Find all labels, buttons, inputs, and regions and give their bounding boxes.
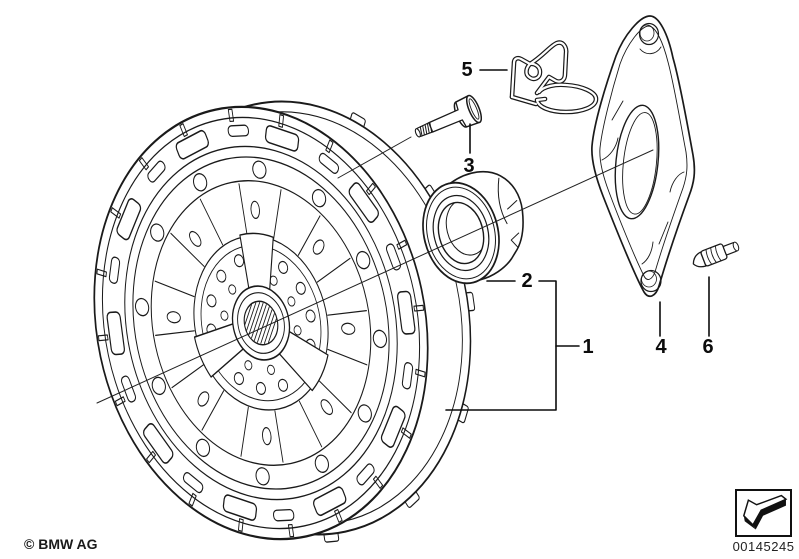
arrow-down-left-3d-icon [742,494,788,530]
callout-4[interactable]: 4 [655,336,667,358]
diagram-number: 00145245 [732,539,795,554]
callout-1[interactable]: 1 [582,336,594,358]
callout-lines [445,69,710,411]
pivot-pin-drawing [692,241,740,268]
callout-2[interactable]: 2 [521,270,533,292]
retaining-clip-drawing [509,40,599,115]
clutch-disc-drawing [93,105,429,541]
copyright-text: © BMW AG [24,536,98,552]
callout-3[interactable]: 3 [463,155,475,177]
axis-lines [96,136,654,404]
lever-plate-drawing [591,15,696,298]
callout-6[interactable]: 6 [702,336,714,358]
bolt-drawing [414,94,483,138]
direction-stamp-box [735,489,792,537]
callout-5[interactable]: 5 [461,59,473,81]
